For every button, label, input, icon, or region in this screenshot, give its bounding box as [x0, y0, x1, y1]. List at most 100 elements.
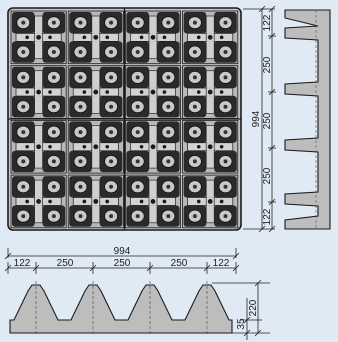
plan-cell-hole [36, 199, 41, 204]
plan-cell-hole [105, 35, 110, 40]
plan-cell-cone-tip [109, 130, 114, 135]
plan-cell-hole [150, 34, 156, 40]
plan-cell-hole [93, 144, 99, 150]
plan-cell-cone-tip [21, 104, 26, 109]
plan-cell-hole [162, 35, 167, 40]
plan-cell [67, 120, 124, 174]
plan-cell-hole [82, 199, 87, 204]
plan-cell-cone-tip [166, 75, 171, 80]
plan-cell-cone-tip [192, 50, 197, 55]
plan-cell-cone-tip [21, 159, 26, 164]
plan-cell-cone-tip [21, 20, 26, 25]
plan-cell-hole [36, 144, 41, 150]
section-view [9, 281, 233, 335]
side-profile-outline [284, 9, 331, 230]
plan-cell-cone-tip [166, 159, 171, 164]
plan-cell-cone-tip [21, 75, 26, 80]
plan-cell-cone-tip [192, 184, 197, 189]
plan-cell-hole [196, 35, 201, 40]
plan-cell-hole [48, 199, 52, 204]
plan-cell-hole [93, 34, 99, 40]
section-overall-dimension: 994 [114, 246, 131, 257]
plan-cell-hole [105, 144, 110, 149]
plan-cell-hole [139, 90, 144, 94]
plan-cell-cone-tip [223, 130, 228, 135]
plan-cell-cone-tip [166, 20, 171, 25]
plan-cell-hole [219, 90, 224, 94]
plan-cell-cone-tip [135, 130, 140, 135]
plan-cell-hole [150, 144, 156, 150]
height-dimension-chain [212, 279, 270, 340]
plan-cell-cone-tip [51, 159, 56, 164]
plan-segment-5: 122 [262, 208, 273, 225]
section-segment-4: 250 [171, 258, 188, 269]
plan-cell-cone-tip [192, 104, 197, 109]
plan-cell-hole [36, 34, 41, 40]
plan-cell-cone-tip [21, 50, 26, 55]
plan-cell-cone-tip [51, 130, 56, 135]
plan-cell-cone-tip [135, 214, 140, 219]
section-segment-3: 250 [114, 258, 131, 269]
plan-cell-cone-tip [78, 184, 83, 189]
plan-cell [125, 174, 182, 229]
plan-cell-cone-tip [192, 130, 197, 135]
plan-cell-cone-tip [109, 50, 114, 55]
plan-cell-cone-tip [223, 50, 228, 55]
plan-cell-cone-tip [51, 104, 56, 109]
plan-cell-cone-tip [135, 159, 140, 164]
plan-cell-cone-tip [21, 214, 26, 219]
plan-cell-hole [25, 199, 29, 204]
plan-cell-hole [82, 90, 87, 94]
plan-cell-cone-tip [21, 130, 26, 135]
plan-cell-cone-tip [109, 184, 114, 189]
plan-cell-hole [93, 89, 99, 95]
plan-cell-cone-tip [166, 184, 171, 189]
plan-cell-cone-tip [78, 20, 83, 25]
plan-cell-hole [196, 90, 201, 94]
plan-cell-hole [196, 199, 201, 204]
plan-view [7, 7, 242, 231]
plan-cell-cone-tip [109, 75, 114, 80]
plan-cell-cone-tip [223, 159, 228, 164]
plan-cell-hole [207, 89, 213, 95]
section-segment-5: 122 [213, 258, 230, 269]
plan-cell-cone-tip [223, 75, 228, 80]
plan-cell-cone-tip [223, 20, 228, 25]
plan-cell-cone-tip [223, 184, 228, 189]
plan-cell-cone-tip [135, 104, 140, 109]
plan-cell-hole [207, 34, 213, 40]
plan-cell-cone-tip [192, 75, 197, 80]
plan-cell-hole [139, 144, 144, 149]
plan-cell-hole [105, 90, 110, 94]
plan-cell-hole [36, 89, 41, 95]
plan-cell-hole [196, 144, 201, 149]
plan-cell [125, 65, 182, 119]
plan-cell-cone-tip [78, 130, 83, 135]
plan-cell [182, 65, 239, 119]
plan-cell [182, 10, 239, 65]
plan-cell [67, 174, 124, 229]
plan-cell-hole [48, 90, 52, 94]
plan-cell-cone-tip [223, 214, 228, 219]
plan-overall-dimension: 994 [251, 110, 262, 127]
plan-cell-hole [162, 144, 167, 149]
plan-segment-1: 122 [262, 14, 273, 31]
plan-cell [10, 174, 67, 229]
plan-cell-cone-tip [51, 50, 56, 55]
plan-cell-cone-tip [135, 184, 140, 189]
plan-cell-cone-tip [166, 214, 171, 219]
side-profile-view [284, 9, 331, 230]
plan-cell-cone-tip [166, 50, 171, 55]
plan-cell-cone-tip [135, 50, 140, 55]
plan-cell-hole [150, 199, 156, 204]
plan-segment-3: 250 [262, 112, 273, 129]
plan-cell-cone-tip [109, 104, 114, 109]
section-cone-axes [35, 281, 208, 335]
plan-cell-cone-tip [135, 75, 140, 80]
plan-cell-cone-tip [166, 130, 171, 135]
plan-cell [125, 120, 182, 174]
plan-cell-cone-tip [51, 75, 56, 80]
plan-cell [182, 120, 239, 174]
plan-cell-cone-tip [51, 214, 56, 219]
